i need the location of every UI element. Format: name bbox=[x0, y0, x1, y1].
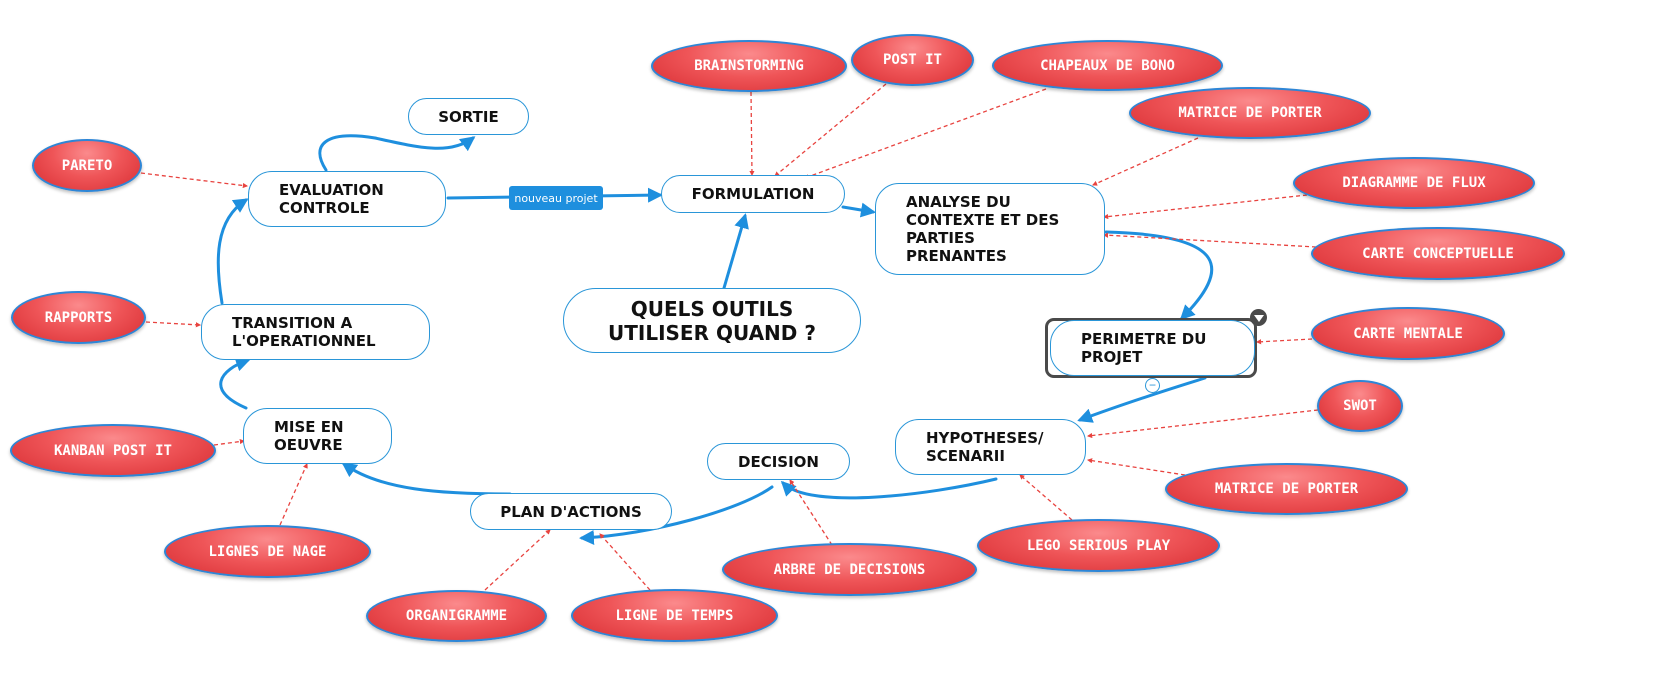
tool-ligne-de-temps[interactable]: LIGNE DE TEMPS bbox=[571, 589, 778, 642]
dash-ligne-temps bbox=[599, 533, 651, 591]
dash-rapports bbox=[145, 321, 202, 328]
tool-diagramme-de-flux[interactable]: DIAGRAMME DE FLUX bbox=[1293, 157, 1535, 209]
tool-organigramme[interactable]: ORGANIGRAMME bbox=[366, 590, 547, 642]
collapse-icon[interactable]: − bbox=[1145, 378, 1160, 393]
dash-carte-mentale bbox=[1255, 338, 1313, 345]
tool-swot[interactable]: SWOT bbox=[1317, 380, 1403, 432]
tool-matrice-de-porter-analyse[interactable]: MATRICE DE PORTER bbox=[1129, 87, 1371, 139]
link-transition-evaluation bbox=[216, 198, 249, 305]
tool-lego-serious-play[interactable]: LEGO SERIOUS PLAY bbox=[977, 519, 1220, 572]
selection-frame bbox=[1045, 318, 1257, 378]
tool-lignes-de-nage[interactable]: LIGNES DE NAGE bbox=[164, 525, 371, 578]
tool-arbre-de-decisions[interactable]: ARBRE DE DECISIONS bbox=[722, 543, 977, 596]
stage-transition-operationnel[interactable]: TRANSITION A L'OPERATIONNEL bbox=[201, 304, 430, 360]
dash-arbre bbox=[789, 479, 833, 546]
link-decision-plan bbox=[579, 485, 774, 545]
dash-organigramme bbox=[484, 529, 551, 591]
tool-carte-conceptuelle[interactable]: CARTE CONCEPTUELLE bbox=[1311, 227, 1565, 280]
tool-chapeaux-de-bono[interactable]: CHAPEAUX DE BONO bbox=[992, 40, 1223, 91]
dash-diagramme-flux bbox=[1102, 194, 1308, 220]
triangle-down-icon[interactable] bbox=[1250, 309, 1267, 326]
stage-mise-en-oeuvre[interactable]: MISE EN OEUVRE bbox=[243, 408, 392, 464]
link-hypotheses-decision bbox=[780, 477, 998, 500]
stage-hypotheses-scenarii[interactable]: HYPOTHESES/ SCENARII bbox=[895, 419, 1086, 475]
stage-decision[interactable]: DECISION bbox=[707, 443, 850, 480]
dash-matrice-porter-1 bbox=[1092, 137, 1199, 186]
dash-kanban bbox=[213, 438, 246, 446]
stage-formulation[interactable]: FORMULATION bbox=[661, 175, 845, 213]
stage-evaluation-controle[interactable]: EVALUATION CONTROLE bbox=[248, 171, 446, 227]
tool-rapports[interactable]: RAPPORTS bbox=[11, 291, 146, 344]
tool-kanban-post-it[interactable]: KANBAN POST IT bbox=[10, 424, 216, 477]
dash-brainstorming bbox=[749, 91, 755, 177]
link-mise-transition bbox=[219, 356, 251, 410]
stage-plan-actions[interactable]: PLAN D'ACTIONS bbox=[470, 493, 672, 530]
link-analyse-perimetre bbox=[1104, 230, 1214, 321]
dash-matrice-porter-2 bbox=[1086, 458, 1186, 476]
nouveau-projet-label[interactable]: nouveau projet bbox=[509, 186, 603, 210]
stage-sortie[interactable]: SORTIE bbox=[408, 98, 529, 135]
link-central-formulation bbox=[722, 213, 749, 290]
dash-swot bbox=[1086, 409, 1319, 439]
link-perimetre-hypotheses bbox=[1077, 376, 1207, 423]
tool-brainstorming[interactable]: BRAINSTORMING bbox=[651, 40, 847, 92]
dash-carte-conceptuelle bbox=[1102, 232, 1317, 248]
central-topic[interactable]: QUELS OUTILS UTILISER QUAND ? bbox=[563, 288, 861, 353]
dash-lignes-nage bbox=[279, 463, 308, 526]
link-evaluation-sortie bbox=[318, 134, 476, 172]
tool-matrice-de-porter-hypotheses[interactable]: MATRICE DE PORTER bbox=[1165, 463, 1408, 515]
tool-post-it[interactable]: POST IT bbox=[851, 34, 974, 86]
dash-post-it bbox=[774, 83, 887, 177]
dash-lego bbox=[1019, 474, 1073, 521]
tool-carte-mentale[interactable]: CARTE MENTALE bbox=[1311, 307, 1505, 360]
dash-chapeaux bbox=[804, 88, 1047, 179]
dash-pareto bbox=[140, 172, 249, 189]
link-plan-mise bbox=[341, 462, 512, 496]
tool-pareto[interactable]: PARETO bbox=[32, 139, 142, 192]
link-formulation-analyse bbox=[841, 202, 876, 218]
stage-analyse-contexte[interactable]: ANALYSE DU CONTEXTE ET DES PARTIES PRENA… bbox=[875, 183, 1105, 275]
stage-perimetre-projet[interactable]: PERIMETRE DU PROJET bbox=[1050, 320, 1255, 376]
